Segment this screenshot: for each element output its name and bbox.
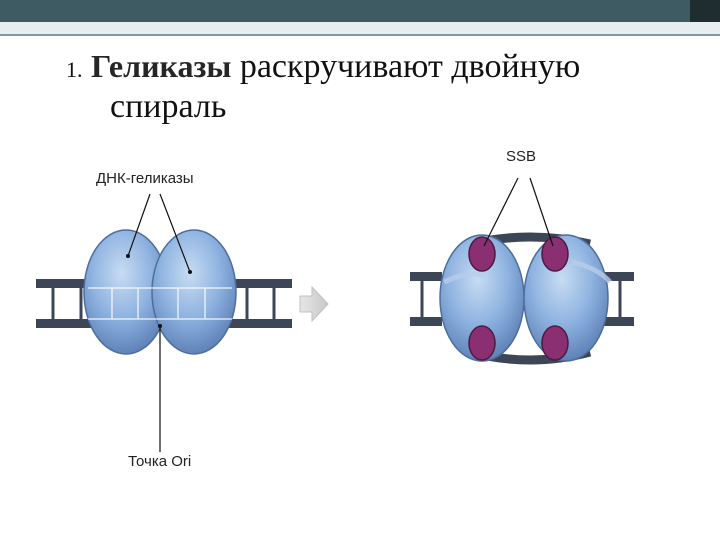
- slide-title: 1. Геликазы раскручивают двойную: [66, 46, 706, 90]
- arrow-right-icon: [299, 285, 329, 323]
- ssb-protein: [468, 325, 496, 361]
- header-rule: [0, 34, 720, 36]
- dna-strand-top-right: [604, 272, 634, 281]
- title-line2: спираль: [110, 88, 227, 125]
- pointer-dot: [158, 324, 162, 328]
- ssb-protein: [541, 325, 569, 361]
- ssb-pointers: [483, 177, 554, 247]
- label-ssb: SSB: [506, 148, 536, 165]
- title-keyword: Геликазы: [91, 48, 232, 84]
- ssb-protein: [468, 236, 496, 272]
- helicase-pointers: [127, 193, 191, 273]
- pointer-dot: [188, 270, 192, 274]
- base-pairs-left: [51, 288, 276, 319]
- helicase-right: [151, 229, 237, 355]
- dna-strand-bottom-left: [410, 317, 442, 326]
- label-dna-helicases: ДНК-геликазы: [96, 170, 194, 187]
- header-band: [0, 22, 720, 34]
- title-number: 1.: [66, 57, 83, 82]
- header-accent: [690, 0, 720, 22]
- title-rest: раскручивают двойную: [231, 48, 581, 85]
- dna-strand-top-left: [410, 272, 442, 281]
- duplex-inside-helicase: [88, 287, 232, 320]
- ssb-protein: [541, 236, 569, 272]
- pointer-dot: [126, 254, 130, 258]
- label-ori: Точка Ori: [128, 453, 191, 470]
- header-bar: [0, 0, 720, 22]
- dna-strand-bottom-right: [604, 317, 634, 326]
